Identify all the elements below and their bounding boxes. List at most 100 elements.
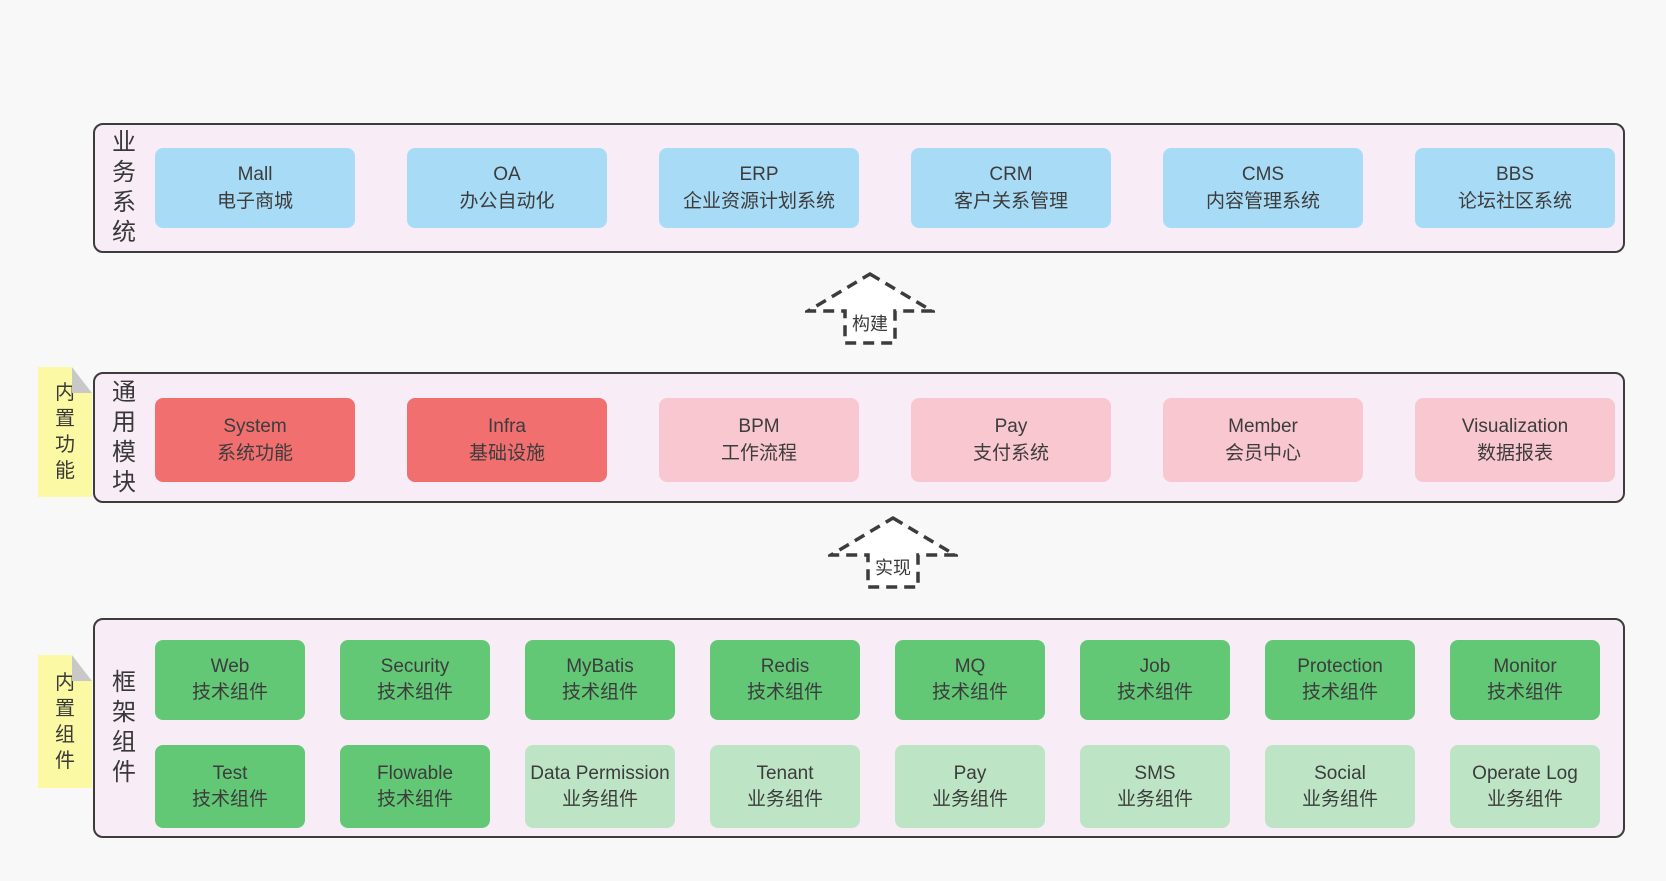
box-mq: MQ 技术组件	[895, 640, 1045, 720]
framework-components-row-1: Web 技术组件 Security 技术组件 MyBatis 技术组件 Redi…	[155, 640, 1600, 720]
business-systems-row: Mall 电子商城 OA 办公自动化 ERP 企业资源计划系统 CRM 客户关系…	[155, 148, 1615, 228]
layer-framework-components-label: 框架组件	[112, 669, 136, 786]
box-subtitle: 技术组件	[931, 682, 1008, 703]
implement-arrow: 实现	[828, 515, 958, 590]
sticky-note-label: 内置功能	[55, 382, 75, 482]
layer-framework-components: 框架组件 Web 技术组件 Security 技术组件 MyBatis 技术组件…	[93, 618, 1625, 838]
box-subtitle: 技术组件	[561, 682, 638, 703]
box-title: Test	[212, 762, 248, 784]
box-erp: ERP 企业资源计划系统	[659, 148, 859, 228]
sticky-note-label: 内置组件	[55, 671, 75, 772]
box-pay-system: Pay 支付系统	[911, 398, 1111, 482]
box-infra: Infra 基础设施	[407, 398, 607, 482]
box-member: Member 会员中心	[1163, 398, 1363, 482]
box-subtitle: 内容管理系统	[1205, 191, 1320, 212]
box-subtitle: 技术组件	[1116, 682, 1193, 703]
layer-business-systems-label: 业务系统	[112, 129, 136, 246]
layer-label-wrap: 业务系统	[107, 125, 141, 251]
box-title: Infra	[487, 416, 527, 437]
box-subtitle: 企业资源计划系统	[682, 191, 835, 212]
box-title: CRM	[989, 164, 1033, 185]
layer-business-systems: 业务系统 Mall 电子商城 OA 办公自动化 ERP 企业资源计划系统 CRM…	[93, 123, 1625, 253]
box-subtitle: 办公自动化	[459, 191, 555, 212]
layer-label-wrap: 框架组件	[107, 620, 141, 836]
box-subtitle: 业务组件	[1486, 788, 1563, 810]
box-subtitle: 业务组件	[1301, 788, 1378, 810]
box-subtitle: 业务组件	[931, 788, 1008, 810]
box-crm: CRM 客户关系管理	[911, 148, 1111, 228]
box-subtitle: 技术组件	[1486, 682, 1563, 703]
build-arrow: 构建	[805, 271, 935, 346]
box-subtitle: 业务组件	[746, 788, 823, 810]
box-title: Web	[210, 656, 250, 677]
box-security: Security 技术组件	[340, 640, 490, 720]
box-subtitle: 业务组件	[1116, 788, 1193, 810]
box-visualization: Visualization 数据报表	[1415, 398, 1615, 482]
layer-label-wrap: 通用模块	[107, 374, 141, 501]
build-arrow-label: 构建	[849, 310, 891, 336]
box-title: Visualization	[1461, 416, 1569, 437]
box-subtitle: 支付系统	[972, 443, 1049, 464]
box-subtitle: 会员中心	[1224, 443, 1301, 464]
box-title: Tenant	[756, 762, 814, 784]
box-title: System	[223, 416, 287, 437]
box-protection: Protection 技术组件	[1265, 640, 1415, 720]
box-subtitle: 技术组件	[191, 788, 268, 810]
box-tenant: Tenant 业务组件	[710, 745, 860, 828]
box-subtitle: 工作流程	[720, 443, 797, 464]
box-subtitle: 系统功能	[216, 443, 293, 464]
box-title: Flowable	[376, 762, 454, 784]
up-arrow-icon	[805, 271, 935, 345]
box-mybatis: MyBatis 技术组件	[525, 640, 675, 720]
box-title: CMS	[1241, 164, 1285, 185]
box-title: Social	[1314, 762, 1366, 784]
box-subtitle: 客户关系管理	[953, 191, 1068, 212]
box-bpm: BPM 工作流程	[659, 398, 859, 482]
box-sms: SMS 业务组件	[1080, 745, 1230, 828]
framework-components-row-2: Test 技术组件 Flowable 技术组件 Data Permission …	[155, 745, 1600, 828]
box-subtitle: 技术组件	[191, 682, 268, 703]
layer-common-modules: 通用模块 System 系统功能 Infra 基础设施 BPM 工作流程 Pay…	[93, 372, 1625, 503]
folded-corner-icon	[72, 655, 92, 681]
box-title: MQ	[954, 656, 986, 677]
box-subtitle: 论坛社区系统	[1457, 191, 1572, 212]
implement-arrow-label: 实现	[872, 554, 914, 580]
box-subtitle: 技术组件	[746, 682, 823, 703]
box-title: OA	[493, 164, 521, 185]
box-subtitle: 技术组件	[376, 682, 453, 703]
box-redis: Redis 技术组件	[710, 640, 860, 720]
box-subtitle: 数据报表	[1476, 443, 1553, 464]
box-title: BBS	[1495, 164, 1535, 185]
box-title: BPM	[738, 416, 780, 437]
box-subtitle: 技术组件	[1301, 682, 1378, 703]
box-title: Pay	[994, 416, 1028, 437]
box-title: Operate Log	[1472, 762, 1578, 784]
box-flowable: Flowable 技术组件	[340, 745, 490, 828]
box-data-permission: Data Permission 业务组件	[525, 745, 675, 828]
up-arrow-icon	[828, 515, 958, 589]
layer-common-modules-label: 通用模块	[112, 378, 136, 496]
box-web: Web 技术组件	[155, 640, 305, 720]
box-system: System 系统功能	[155, 398, 355, 482]
box-title: SMS	[1134, 762, 1176, 784]
box-oa: OA 办公自动化	[407, 148, 607, 228]
folded-corner-icon	[72, 367, 92, 393]
box-subtitle: 业务组件	[561, 788, 638, 810]
box-title: Redis	[760, 656, 810, 677]
box-title: MyBatis	[566, 656, 634, 677]
box-operate-log: Operate Log 业务组件	[1450, 745, 1600, 828]
common-modules-row: System 系统功能 Infra 基础设施 BPM 工作流程 Pay 支付系统…	[155, 398, 1615, 482]
box-title: Monitor	[1493, 656, 1557, 677]
box-job: Job 技术组件	[1080, 640, 1230, 720]
box-bbs: BBS 论坛社区系统	[1415, 148, 1615, 228]
box-title: Protection	[1297, 656, 1383, 677]
box-title: Mall	[237, 164, 273, 185]
box-title: Security	[380, 656, 450, 677]
box-pay-component: Pay 业务组件	[895, 745, 1045, 828]
sticky-note-builtin-components: 内置组件	[38, 655, 92, 788]
box-title: Job	[1139, 656, 1171, 677]
box-title: Pay	[953, 762, 987, 784]
box-monitor: Monitor 技术组件	[1450, 640, 1600, 720]
box-title: ERP	[739, 164, 779, 185]
sticky-note-builtin-features: 内置功能	[38, 367, 92, 497]
